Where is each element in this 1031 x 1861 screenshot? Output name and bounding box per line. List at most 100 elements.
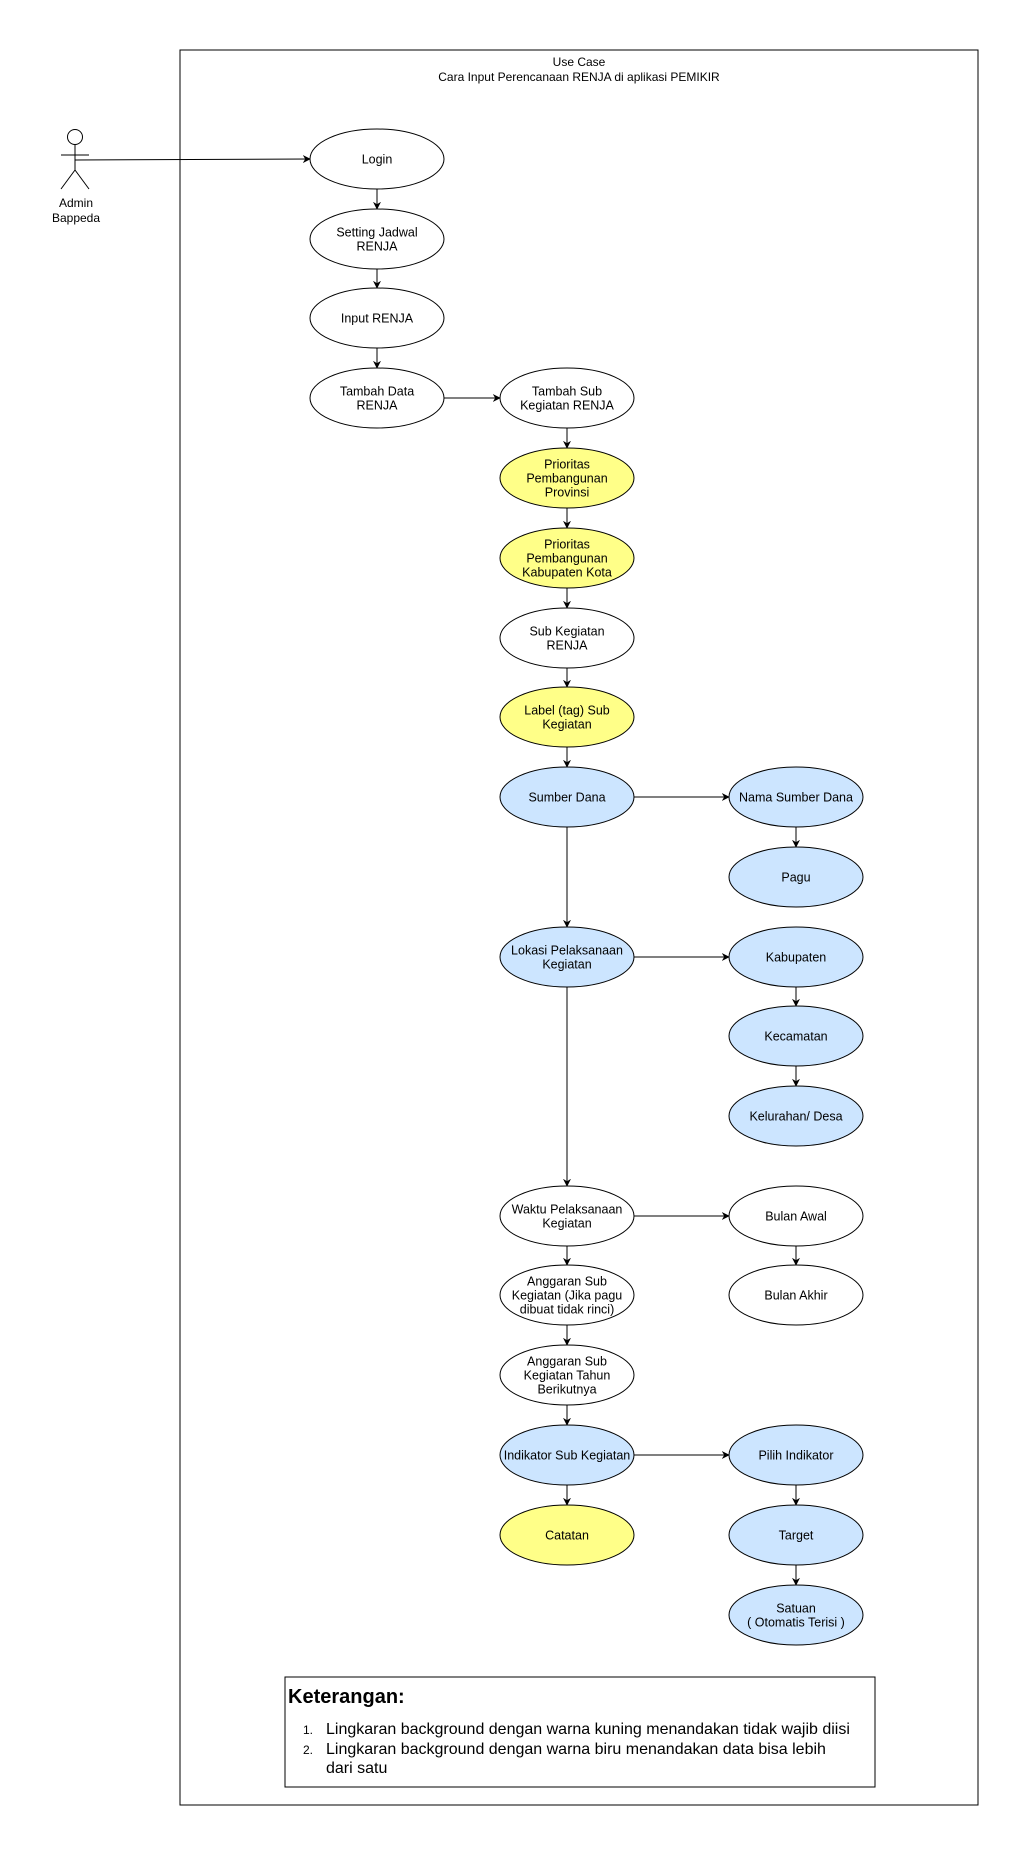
use-case-bulan-awal: Bulan Awal <box>728 1185 864 1247</box>
use-case-ellipse <box>499 1264 635 1326</box>
use-case-ellipse <box>728 1185 864 1247</box>
use-case-ellipse <box>309 128 445 190</box>
use-case-label: Pembangunan <box>526 472 607 486</box>
use-case-label: Kegiatan <box>542 718 591 732</box>
legend-box <box>284 1676 876 1788</box>
use-case-bulan-akhir: Bulan Akhir <box>728 1264 864 1326</box>
use-case-label: RENJA <box>357 240 399 254</box>
use-case-label: Kegiatan Tahun <box>524 1369 611 1383</box>
use-case-label: Pagu <box>781 871 810 885</box>
use-case-label: Setting Jadwal <box>336 226 417 240</box>
use-case-label: Berikutnya <box>537 1383 596 1397</box>
use-case-label: Kabupaten Kota <box>522 566 612 580</box>
use-case-ellipse <box>499 1185 635 1247</box>
use-case-label: Pilih Indikator <box>758 1449 833 1463</box>
use-case-kabupaten: Kabupaten <box>728 926 864 988</box>
use-case-ellipse <box>728 1085 864 1147</box>
use-case-kelurahan-desa: Kelurahan/ Desa <box>728 1085 864 1147</box>
use-case-ellipse <box>499 926 635 988</box>
use-case-ellipse <box>499 607 635 669</box>
use-case-label: Lokasi Pelaksanaan <box>511 944 623 958</box>
edge-actor-to-login <box>74 155 311 164</box>
use-case-ellipse <box>499 1344 635 1406</box>
title-line-2: Cara Input Perencanaan RENJA di aplikasi… <box>438 70 720 84</box>
use-case-label: Label (tag) Sub <box>524 704 610 718</box>
use-case-label: Prioritas <box>544 538 590 552</box>
diagram-title: Use Case Cara Input Perencanaan RENJA di… <box>438 55 720 84</box>
use-case-indikator-sub-kegiatan: Indikator Sub Kegiatan <box>499 1424 635 1486</box>
use-case-ellipse <box>728 1504 864 1566</box>
use-case-label: Sumber Dana <box>528 791 605 805</box>
use-case-ellipse <box>499 447 635 509</box>
legend-item-2-text-line-2: dari satu <box>326 1760 387 1777</box>
legend: Keterangan: 1. Lingkaran background deng… <box>284 1676 876 1788</box>
use-case-label: Satuan <box>776 1602 816 1616</box>
use-case-label: RENJA <box>357 399 399 413</box>
use-case-label: Anggaran Sub <box>527 1275 607 1289</box>
edges <box>74 155 800 1586</box>
use-case-nama-sumber-dana: Nama Sumber Dana <box>728 766 864 828</box>
use-case-ellipse <box>499 527 635 589</box>
use-case-label: Catatan <box>545 1529 589 1543</box>
use-case-ellipse <box>499 766 635 828</box>
use-case-label: Login <box>362 153 393 167</box>
use-case-ellipse <box>309 287 445 349</box>
use-case-ellipse <box>499 1504 635 1566</box>
use-case-label: dibuat tidak rinci) <box>520 1303 615 1317</box>
use-case-label: Anggaran Sub <box>527 1355 607 1369</box>
stick-figure-icon <box>60 129 90 190</box>
use-case-label: Kegiatan <box>542 1217 591 1231</box>
use-case-label: Target <box>779 1529 814 1543</box>
use-case-label: Tambah Data <box>340 385 414 399</box>
use-case-satuan: Satuan( Otomatis Terisi ) <box>728 1584 864 1646</box>
use-case-label: Sub Kegiatan <box>529 625 604 639</box>
use-case-label: RENJA <box>547 639 589 653</box>
legend-item-2-text-line-1: Lingkaran background dengan warna biru m… <box>326 1741 826 1758</box>
use-case-ellipse <box>309 367 445 429</box>
use-case-ellipse <box>728 766 864 828</box>
legend-item-2-number: 2. <box>303 1743 313 1757</box>
use-case-login: Login <box>309 128 445 190</box>
use-case-label: Tambah Sub <box>532 385 602 399</box>
use-case-sumber-dana: Sumber Dana <box>499 766 635 828</box>
use-case-pagu: Pagu <box>728 846 864 908</box>
use-case-kecamatan: Kecamatan <box>728 1005 864 1067</box>
use-case-label: Kegiatan RENJA <box>520 399 614 413</box>
use-case-ellipse <box>728 926 864 988</box>
use-case-label: Kelurahan/ Desa <box>749 1110 842 1124</box>
use-case-ellipse <box>499 686 635 748</box>
legend-title: Keterangan: <box>288 1686 405 1708</box>
use-case-ellipse <box>309 208 445 270</box>
use-case-ellipse <box>728 846 864 908</box>
use-case-label: Prioritas <box>544 458 590 472</box>
use-case-ellipse <box>728 1005 864 1067</box>
use-case-ellipse <box>728 1584 864 1646</box>
use-case-catatan: Catatan <box>499 1504 635 1566</box>
use-case-label: Indikator Sub Kegiatan <box>504 1449 631 1463</box>
legend-item-1-number: 1. <box>303 1723 313 1737</box>
use-case-pilih-indikator: Pilih Indikator <box>728 1424 864 1486</box>
use-case-label: Pembangunan <box>526 552 607 566</box>
use-case-target: Target <box>728 1504 864 1566</box>
actor-name-line-1: Admin <box>59 196 93 210</box>
use-case-label: Input RENJA <box>341 312 414 326</box>
use-case-label: Kecamatan <box>764 1030 827 1044</box>
use-case-label: Nama Sumber Dana <box>739 791 853 805</box>
use-case-label: Kegiatan (Jika pagu <box>512 1289 623 1303</box>
use-case-ellipse <box>728 1264 864 1326</box>
actor-name-line-2: Bappeda <box>52 211 100 225</box>
use-case-label: Waktu Pelaksanaan <box>512 1203 623 1217</box>
